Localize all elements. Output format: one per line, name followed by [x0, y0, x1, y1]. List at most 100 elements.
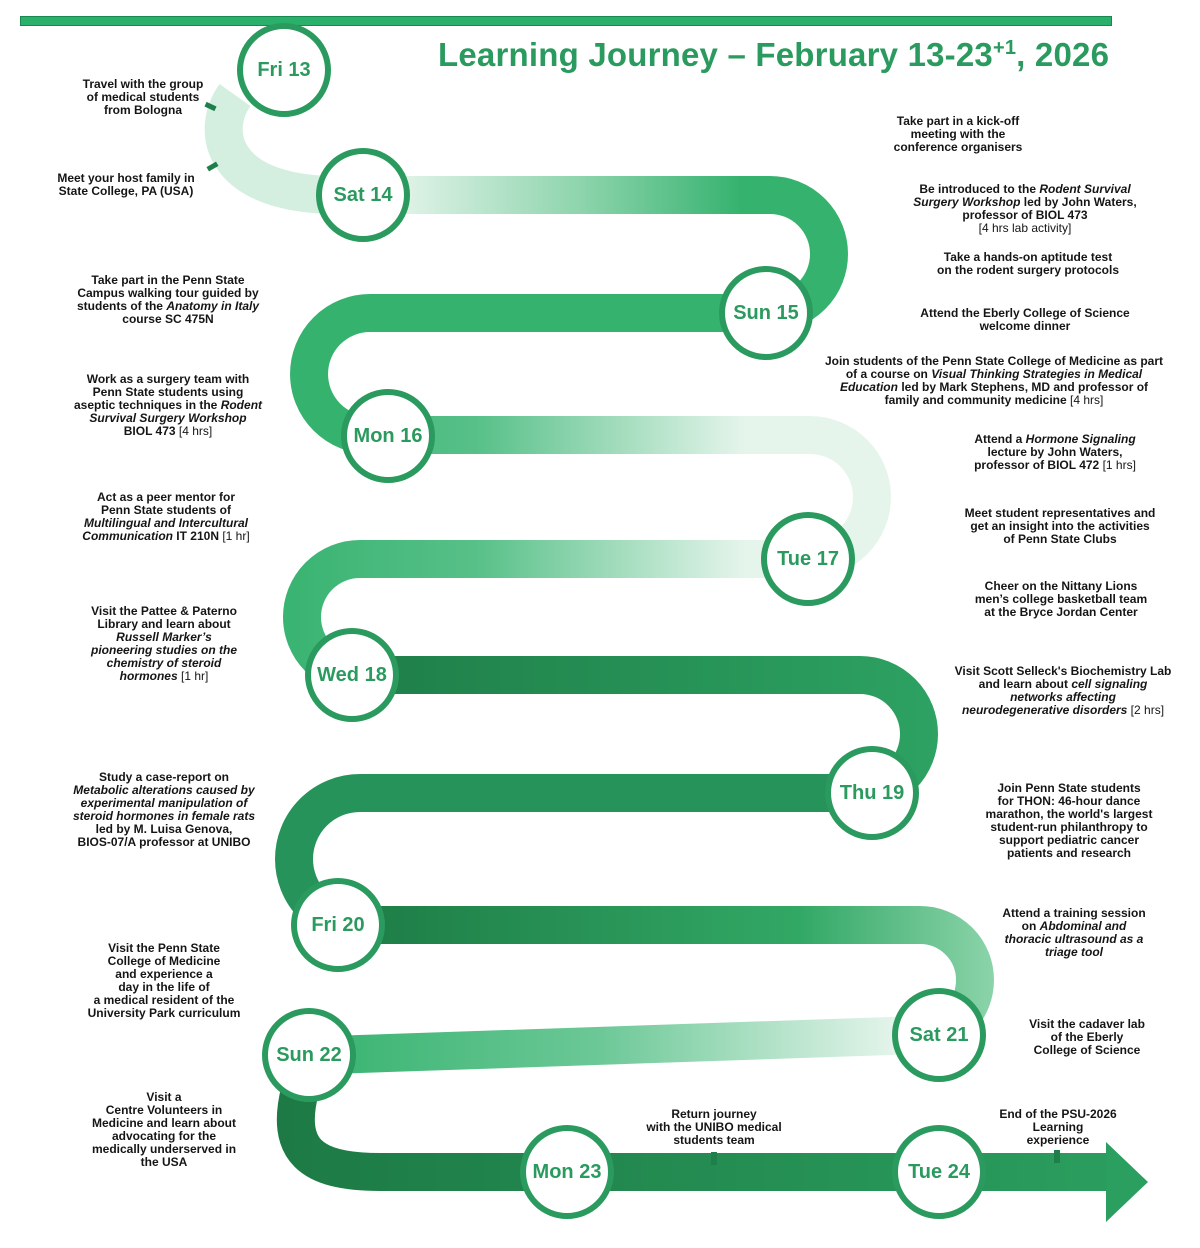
note-text: Visit a — [146, 1090, 182, 1104]
note-line: lecture by John Waters, — [974, 446, 1136, 459]
note-text: and experience a — [115, 967, 213, 981]
note-text: [1 hr] — [177, 669, 209, 683]
day-marker-sun22: Sun 22 — [262, 1008, 356, 1102]
note-text: with the UNIBO medical — [646, 1120, 782, 1134]
note-text: advocating for the — [111, 1129, 216, 1143]
note-text: at the Bryce Jordan Center — [984, 605, 1138, 619]
note-line: students team — [646, 1134, 781, 1147]
day-marker-sat21: Sat 21 — [892, 988, 986, 1082]
note-line: support pediatric cancer — [986, 834, 1153, 847]
note-line: conference organisers — [894, 141, 1023, 154]
note-text: Take part in a kick-off — [896, 114, 1020, 128]
day-label: Sun 15 — [733, 301, 799, 324]
note-line: Join students of the Penn State College … — [825, 355, 1163, 368]
note-text: Education — [839, 380, 898, 394]
note-line: on the rodent surgery protocols — [937, 264, 1119, 277]
note-line: Russell Marker’s — [91, 631, 237, 644]
note-line: of medical students — [83, 91, 204, 104]
note-text: chemistry of steroid — [106, 656, 222, 670]
note-text: Learning — [1032, 1120, 1084, 1134]
note-text: Travel with the group — [82, 77, 204, 91]
note-text: University Park curriculum — [87, 1006, 241, 1020]
note-text: marathon, the world's largest — [985, 807, 1153, 821]
note-text: neurodegenerative disorders — [961, 703, 1128, 717]
day-marker-fri20: Fri 20 — [291, 878, 385, 972]
tick-mark — [711, 1152, 717, 1165]
road-segment-sun22-tue24 — [276, 1048, 1112, 1191]
note-line: Cheer on the Nittany Lions — [975, 580, 1147, 593]
note-line: experimental manipulation of — [73, 797, 255, 810]
note-line: family and community medicine [4 hrs] — [825, 394, 1163, 407]
note-text: Russell Marker’s — [116, 630, 212, 644]
note-line: hormones [1 hr] — [91, 670, 237, 683]
note-line: Study a case-report on — [73, 771, 255, 784]
note-line: Visit the Pattee & Paterno — [91, 605, 237, 618]
note-line: College of Medicine — [88, 955, 241, 968]
note-text: State College, PA (USA) — [58, 184, 194, 198]
note-text: Attend a training session — [1002, 906, 1146, 920]
note-line: at the Bryce Jordan Center — [975, 606, 1147, 619]
note-line: Centre Volunteers in — [92, 1104, 236, 1117]
note-line: Attend a Hormone Signaling — [974, 433, 1136, 446]
note-line: networks affecting — [955, 691, 1172, 704]
note-line: thoracic ultrasound as a — [1002, 933, 1145, 946]
note-line: State College, PA (USA) — [57, 185, 194, 198]
note-text: students of the — [76, 299, 167, 313]
note-line: [4 hrs lab activity] — [913, 222, 1136, 235]
note-line: day in the life of — [88, 981, 241, 994]
note-text: [4 hrs] — [1070, 393, 1104, 407]
day-label: Fri 20 — [311, 913, 365, 936]
note-text: [4 hrs lab activity] — [978, 221, 1072, 235]
note-line: End of the PSU-2026 — [999, 1108, 1116, 1121]
day-label: Sun 22 — [276, 1043, 342, 1066]
note-text: Penn State students of — [100, 503, 232, 517]
note-line: pioneering studies on the — [91, 644, 237, 657]
note-text: networks affecting — [1010, 690, 1116, 704]
note-text: Rodent Survival — [1039, 182, 1131, 196]
note-text: students team — [673, 1133, 755, 1147]
note-line: professor of BIOL 473 — [913, 209, 1136, 222]
note-text: get an insight into the activities — [970, 519, 1150, 533]
note-line: welcome dinner — [920, 320, 1129, 333]
note-text: IT 210N — [172, 529, 223, 543]
note-text: cell signaling — [1071, 677, 1148, 691]
note-line: Library and learn about — [91, 618, 237, 631]
note-text: [2 hrs] — [1127, 703, 1165, 717]
note-line: Be introduced to the Rodent Survival — [913, 183, 1136, 196]
note-text: a medical resident of the — [93, 993, 235, 1007]
note-line: triage tool — [1002, 946, 1145, 959]
note-text: the USA — [140, 1155, 188, 1169]
note-text: Attend the Eberly College of Science — [920, 306, 1130, 320]
note-text: support pediatric cancer — [998, 833, 1140, 847]
note-text: Be introduced to the — [919, 182, 1040, 196]
note-line: Take a hands-on aptitude test — [937, 251, 1119, 264]
note-line: a medical resident of the — [88, 994, 241, 1007]
note-line: led by M. Luisa Genova, — [73, 823, 255, 836]
day-marker-tue17: Tue 17 — [761, 512, 855, 606]
note-text: course SC 475N — [122, 312, 214, 326]
note-text: led by John Waters, — [1020, 195, 1137, 209]
note-text: Surgery Workshop — [913, 195, 1021, 209]
note-text: Work as a surgery team with — [86, 372, 250, 386]
note-line: Visit the Penn State — [88, 942, 241, 955]
note-line: and experience a — [88, 968, 241, 981]
note-line: Penn State students using — [74, 386, 262, 399]
note-text: of a course on — [845, 367, 932, 381]
note-text: Meet your host family in — [57, 171, 195, 185]
note-text: End of the PSU-2026 — [999, 1107, 1117, 1121]
note-text: led by M. Luisa Genova, — [95, 822, 233, 836]
note-text: College of Science — [1033, 1043, 1141, 1057]
road-arrow-head — [1106, 1142, 1148, 1222]
day-label: Tue 17 — [777, 547, 839, 570]
road-segment-sat21-sun22 — [329, 1016, 921, 1074]
note-line: student-run philanthropy to — [986, 821, 1153, 834]
day-label: Sat 21 — [909, 1023, 969, 1046]
note-line: medically underserved in — [92, 1143, 236, 1156]
note-text: professor of BIOL 473 — [962, 208, 1088, 222]
note-line: Medicine and learn about — [92, 1117, 236, 1130]
note-text: and learn about — [978, 677, 1072, 691]
